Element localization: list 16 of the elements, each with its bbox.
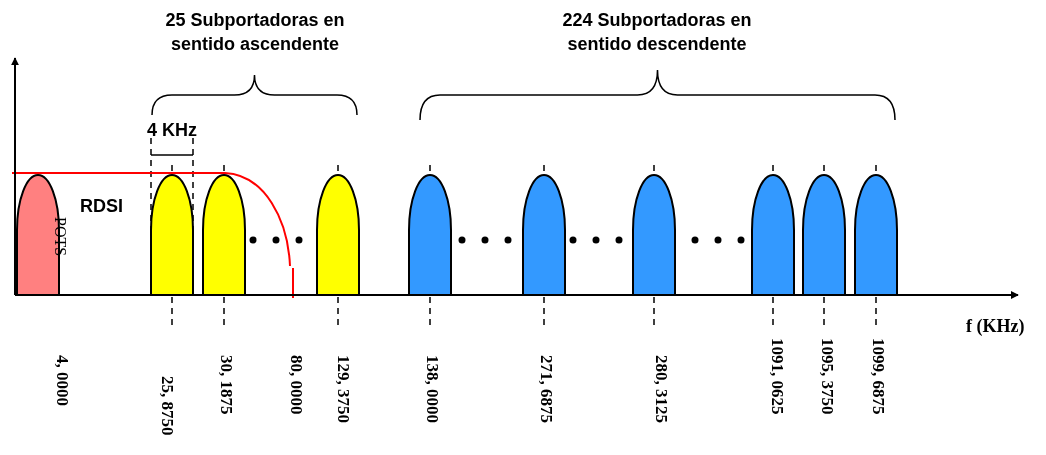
bandwidth-label: 4 KHz (147, 120, 197, 141)
group-heading: 25 Subportadoras en sentido ascendente (164, 9, 346, 56)
band-label: RDSI (80, 196, 123, 217)
frequency-value: 280, 3125 (651, 355, 671, 423)
frequency-value: 25, 8750 (157, 376, 177, 436)
frequency-value: 80, 0000 (286, 355, 306, 415)
frequency-value: 129, 3750 (333, 355, 353, 423)
frequency-value: 1099, 6875 (868, 338, 888, 415)
frequency-value: 1095, 3750 (817, 338, 837, 415)
frequency-value: 271, 6875 (536, 355, 556, 423)
axis-label: f (KHz) (966, 316, 1025, 337)
group-heading: 224 Subportadoras en sentido descendente (561, 9, 753, 56)
frequency-value: 1091, 0625 (767, 338, 787, 415)
frequency-value: 4, 0000 (52, 355, 72, 406)
frequency-value: 30, 1875 (216, 355, 236, 415)
frequency-value: 138, 0000 (422, 355, 442, 423)
